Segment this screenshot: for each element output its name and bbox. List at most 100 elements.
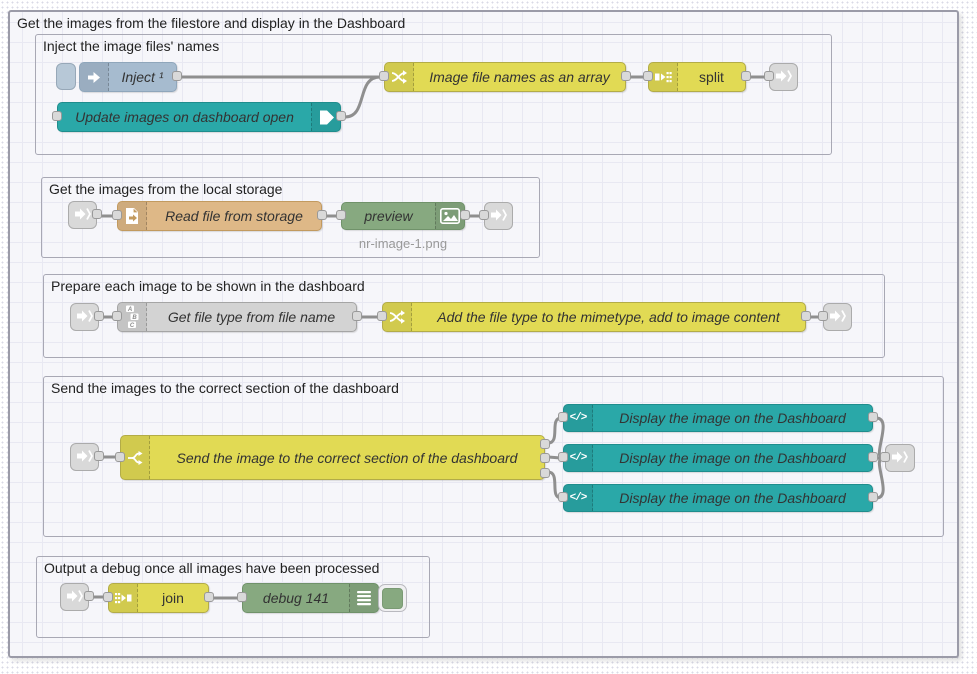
template-code-icon: </> (564, 405, 593, 431)
node-label: join (162, 590, 184, 606)
node-label: Read file from storage (165, 208, 303, 224)
node-label: preview (364, 208, 413, 224)
node-link-out[interactable] (818, 303, 852, 331)
node-inject[interactable]: Inject ¹ (79, 62, 182, 92)
inject-trigger-button[interactable] (56, 63, 76, 90)
play-arrow-icon (311, 103, 340, 131)
port-in[interactable] (115, 451, 125, 462)
node-link-in[interactable] (70, 443, 104, 471)
split-icon (649, 63, 678, 91)
node-display-image-2[interactable]: </> Display the image on the Dashboard (558, 444, 878, 472)
link-out-icon (892, 449, 909, 468)
port-out[interactable] (317, 210, 327, 220)
join-icon (109, 584, 138, 612)
port-in[interactable] (237, 592, 247, 602)
group-title: Send the images to the correct section o… (51, 380, 399, 396)
port-out[interactable] (352, 311, 362, 321)
node-label: split (699, 69, 724, 85)
port-in[interactable] (818, 311, 828, 321)
group-debug[interactable]: Output a debug once all images have been… (36, 556, 430, 638)
node-display-image-3[interactable]: </> Display the image on the Dashboard (558, 484, 878, 512)
port-out[interactable] (460, 210, 470, 220)
switch-fork-icon (121, 436, 150, 479)
debug-toggle-state (382, 587, 403, 609)
port-out[interactable] (868, 452, 878, 462)
port-out[interactable] (84, 591, 94, 601)
port-out[interactable] (94, 451, 104, 461)
svg-text:C: C (129, 323, 134, 329)
function-shuffle-icon (383, 303, 412, 331)
port-in[interactable] (112, 311, 122, 321)
port-out[interactable] (172, 71, 182, 81)
port-out[interactable] (868, 492, 878, 502)
port-in[interactable] (112, 210, 122, 220)
group-title: Prepare each image to be shown in the da… (51, 278, 365, 294)
port-out[interactable] (204, 592, 214, 602)
sort-abc-icon: A B C (118, 303, 147, 331)
link-out-icon (775, 68, 792, 87)
group-title: Get the images from the local storage (49, 181, 283, 197)
port-in[interactable] (103, 592, 113, 602)
wire[interactable] (343, 75, 382, 119)
node-link-in[interactable] (60, 583, 94, 611)
port-out[interactable] (92, 209, 102, 219)
node-link-out[interactable] (764, 63, 798, 91)
node-update-images-on-dashboard-open[interactable]: Update images on dashboard open (52, 102, 346, 132)
port-out[interactable] (336, 111, 346, 121)
node-label: debug 141 (262, 590, 330, 606)
port-in[interactable] (643, 71, 653, 81)
port-out-2[interactable] (540, 453, 550, 463)
node-function-filenames[interactable]: Image file names as an array (379, 62, 631, 92)
link-in-icon (66, 588, 83, 607)
port-out-3[interactable] (540, 468, 550, 478)
node-function-mimetype[interactable]: Add the file type to the mimetype, add t… (377, 302, 811, 332)
port-out[interactable] (868, 412, 878, 422)
port-out[interactable] (741, 71, 751, 81)
port-in[interactable] (336, 210, 346, 220)
link-in-icon (76, 308, 93, 327)
port-in[interactable] (377, 311, 387, 321)
group-prepare[interactable]: Prepare each image to be shown in the da… (43, 274, 885, 358)
node-label: Display the image on the Dashboard (619, 450, 846, 466)
node-switch-route[interactable]: Send the image to the correct section of… (115, 435, 550, 480)
port-out[interactable] (94, 311, 104, 321)
node-debug[interactable]: debug 141 (237, 583, 379, 613)
node-display-image-1[interactable]: </> Display the image on the Dashboard (558, 404, 878, 432)
port-in[interactable] (558, 412, 568, 422)
port-out[interactable] (801, 311, 811, 321)
node-link-in[interactable] (68, 201, 102, 229)
port-in[interactable] (764, 71, 774, 81)
node-split[interactable]: split (643, 62, 751, 92)
port-in[interactable] (558, 492, 568, 502)
function-shuffle-icon (385, 63, 414, 91)
port-in[interactable] (379, 71, 389, 81)
node-label: Get file type from file name (167, 309, 336, 325)
node-read-file[interactable]: Read file from storage (112, 201, 327, 231)
image-icon (435, 203, 464, 229)
inject-arrow-icon (80, 63, 109, 91)
link-in-icon (76, 448, 93, 467)
node-link-out[interactable] (479, 202, 513, 230)
node-get-file-type[interactable]: A B C Get file type from file name (112, 302, 362, 332)
node-link-out[interactable] (880, 444, 915, 472)
debug-list-icon (349, 584, 378, 612)
group-send[interactable]: Send the images to the correct section o… (43, 376, 944, 537)
debug-toggle-button[interactable] (378, 584, 407, 612)
node-label: Inject ¹ (121, 69, 164, 85)
node-link-in[interactable] (70, 303, 104, 331)
port-out[interactable] (621, 71, 631, 81)
port-in[interactable] (880, 452, 890, 462)
group-storage[interactable]: Get the images from the local storage (41, 177, 540, 258)
preview-filename-caption: nr-image-1.png (358, 236, 448, 251)
node-join[interactable]: join (103, 583, 214, 613)
port-in[interactable] (52, 111, 62, 121)
group-title: Output a debug once all images have been… (44, 560, 380, 576)
node-image-preview[interactable]: preview (336, 202, 470, 230)
port-in[interactable] (479, 210, 489, 220)
group-inject[interactable]: Inject the image files' names (35, 34, 832, 155)
port-in[interactable] (558, 452, 568, 462)
port-out-1[interactable] (540, 439, 550, 449)
link-in-icon (74, 206, 91, 225)
link-out-icon (829, 308, 846, 327)
